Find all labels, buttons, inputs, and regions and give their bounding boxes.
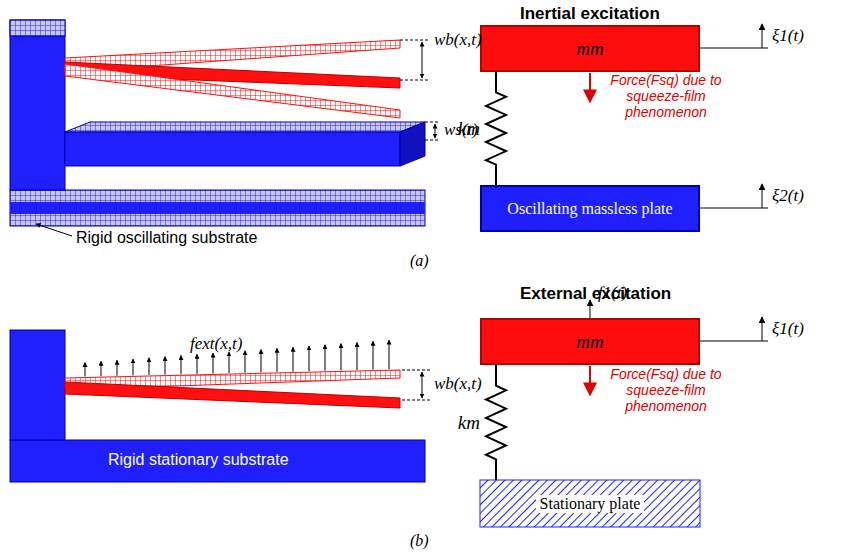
deflection-arrow — [435, 124, 436, 138]
force-arrow — [101, 361, 102, 376]
force-arrow — [165, 357, 166, 375]
force-label: fext(x,t) — [190, 334, 242, 354]
force-arrow — [197, 354, 198, 374]
stationary-plate: Stationary plate — [480, 480, 700, 527]
deflection-arrow — [422, 372, 423, 398]
post-top — [10, 20, 65, 36]
force-arrow — [357, 342, 358, 370]
deflection-label: wb(x,t) — [434, 374, 482, 394]
reference-line — [700, 208, 768, 209]
panel-label: (a) — [410, 252, 429, 270]
dimension-line — [402, 370, 430, 371]
force-arrow — [181, 355, 182, 374]
panel-title: Inertial excitation — [520, 4, 660, 24]
force-arrow — [117, 360, 118, 376]
panel-title: External excitation — [520, 284, 671, 304]
node-text: mm — [576, 331, 603, 353]
part-label: Rigid oscillating substrate — [76, 229, 257, 247]
beam-down-position — [65, 64, 400, 118]
spring — [486, 365, 506, 480]
leader-line — [36, 224, 72, 236]
force-arrow — [261, 350, 262, 373]
part-label: Rigid stationary substrate — [108, 451, 289, 469]
force-label: f1(t) — [598, 283, 627, 303]
external-cantilever-illustration — [10, 330, 430, 482]
displacement-arrow — [762, 24, 763, 48]
force-arrow — [373, 341, 374, 369]
node-text: Stationary plate — [536, 495, 645, 513]
node-text: Oscillating massless plate — [507, 200, 672, 218]
force-arrow — [341, 344, 342, 371]
force-arrow — [85, 363, 86, 377]
force-arrow — [149, 358, 150, 375]
displacement-label: ξ1(t) — [772, 26, 804, 46]
force-arrow — [229, 352, 230, 373]
dimension-line — [425, 140, 440, 141]
force-arrow — [213, 353, 214, 373]
force-note: Force(Fsq) due to squeeze-film phenomeno… — [600, 366, 732, 414]
force-arrow — [245, 351, 246, 373]
lower-beam — [65, 132, 400, 166]
spring-label: km — [458, 412, 480, 434]
dimension-line — [400, 80, 430, 81]
displacement-arrow — [762, 317, 763, 341]
stationary-substrate — [10, 440, 425, 482]
external-lumped-symbols — [480, 300, 768, 527]
reference-line — [700, 341, 768, 342]
beam-rest-position — [65, 382, 400, 408]
oscillating-plate: Oscillating massless plate — [480, 185, 700, 232]
reference-line — [700, 48, 768, 49]
substrate-band — [10, 202, 425, 214]
anchor-post — [10, 330, 65, 440]
force-arrow — [133, 359, 134, 375]
squeeze-force-arrow — [589, 366, 591, 395]
mass-block: mm — [480, 318, 700, 365]
dimension-line — [425, 122, 440, 123]
dimension-line — [402, 400, 430, 401]
force-arrow — [325, 345, 326, 371]
force-arrow — [293, 347, 294, 371]
inertial-cantilever-illustration — [10, 20, 440, 236]
force-note: Force(Fsq) due to squeeze-film phenomeno… — [600, 72, 732, 120]
force-arrow — [389, 340, 390, 369]
spring-label: km — [458, 118, 480, 140]
stationary-plate-hatch — [480, 480, 700, 527]
deflection-label: wb(x,t) — [434, 30, 482, 50]
spring — [486, 72, 506, 185]
displacement-label: ξ2(t) — [772, 186, 804, 206]
deflection-arrow — [422, 42, 423, 78]
force-arrow — [309, 346, 310, 371]
oscillating-substrate — [10, 190, 425, 226]
anchor-post — [10, 20, 65, 190]
mass-block: mm — [480, 25, 700, 72]
node-text: mm — [576, 38, 603, 60]
panel-label: (b) — [410, 532, 429, 550]
force-arrow — [277, 348, 278, 372]
displacement-label: ξ1(t) — [772, 319, 804, 339]
lower-beam-end — [400, 122, 425, 166]
dimension-line — [400, 40, 430, 41]
lower-beam-top — [65, 122, 425, 132]
squeeze-force-arrow — [589, 73, 591, 102]
displacement-arrow — [762, 184, 763, 208]
